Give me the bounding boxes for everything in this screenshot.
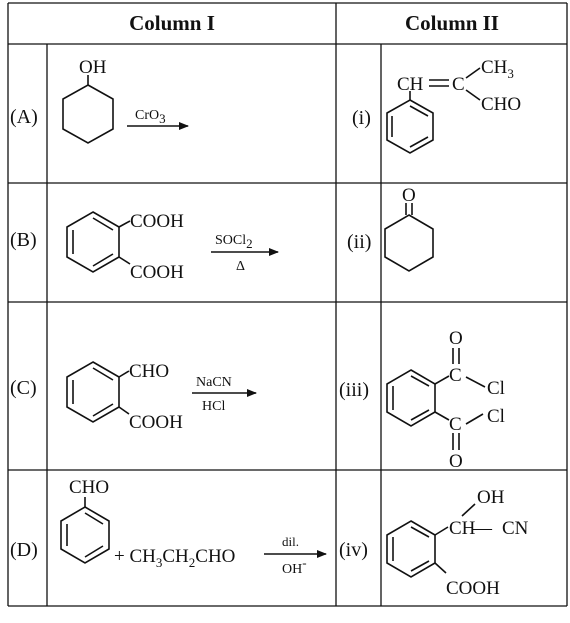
- row-b: (B) COOH COOH SOCl2 Δ (ii) O: [10, 185, 434, 283]
- group-c-bottom: C: [449, 414, 462, 435]
- label-c: (C): [10, 377, 37, 399]
- dash: —: [472, 518, 493, 539]
- group-cooh-bottom: COOH: [130, 262, 184, 283]
- group-ch: CH: [449, 518, 476, 539]
- row-d: (D) CHO + CH3CH2CHO dil. OH- (iv) CH OH …: [10, 477, 529, 599]
- group-cl-top: Cl: [487, 378, 505, 399]
- benzene-ring: [386, 99, 434, 154]
- reagent-label: SOCl2: [215, 233, 253, 251]
- group-cho: CHO: [69, 477, 109, 498]
- table-grid: [7, 2, 568, 607]
- group-ch: CH: [397, 74, 424, 95]
- group-o-bottom: O: [449, 451, 463, 472]
- group-cho: CHO: [129, 361, 169, 382]
- cyclohexane-ring: [62, 84, 114, 144]
- label-i: (i): [352, 107, 371, 129]
- group-ch3: CH3: [481, 57, 514, 81]
- reagent-bottom: OH-: [282, 555, 307, 577]
- label-iv: (iv): [339, 539, 368, 561]
- reagent-top: dil.: [282, 534, 299, 549]
- reagent-label: CrO3: [135, 108, 166, 126]
- header-column-i: Column I: [129, 11, 215, 35]
- cyclohexanone-ring: [384, 214, 434, 272]
- group-cl-bottom: Cl: [487, 406, 505, 427]
- group-cho: CHO: [481, 94, 521, 115]
- benzene-ring: [386, 369, 436, 427]
- label-b: (B): [10, 229, 37, 251]
- group-cooh: COOH: [446, 578, 500, 599]
- group-c-top: C: [449, 365, 462, 386]
- benzene-ring: [66, 361, 120, 423]
- group-cooh: COOH: [129, 412, 183, 433]
- header-column-ii: Column II: [405, 11, 499, 35]
- benzene-ring: [386, 520, 436, 578]
- heat-symbol: Δ: [236, 259, 245, 274]
- group-o: O: [402, 185, 416, 206]
- label-ii: (ii): [347, 231, 371, 253]
- group-cn: CN: [502, 518, 529, 539]
- benzene-ring: [60, 506, 110, 564]
- propanal-formula: + CH3CH2CHO: [114, 546, 235, 570]
- group-o-top: O: [449, 328, 463, 349]
- label-d: (D): [10, 539, 38, 561]
- group-cooh-top: COOH: [130, 211, 184, 232]
- label-iii: (iii): [339, 379, 369, 401]
- label-a: (A): [10, 106, 38, 128]
- row-a: (A) OH CrO3 (i) CH C CH3 CHO: [10, 57, 521, 154]
- group-c: C: [452, 74, 465, 95]
- benzene-ring: [66, 211, 120, 273]
- group-oh: OH: [79, 57, 107, 78]
- reagent-top: NaCN: [196, 375, 232, 390]
- reagent-bottom: HCl: [202, 399, 225, 414]
- group-oh: OH: [477, 487, 505, 508]
- row-c: (C) CHO COOH NaCN HCl (iii) C O Cl C O C…: [10, 328, 505, 472]
